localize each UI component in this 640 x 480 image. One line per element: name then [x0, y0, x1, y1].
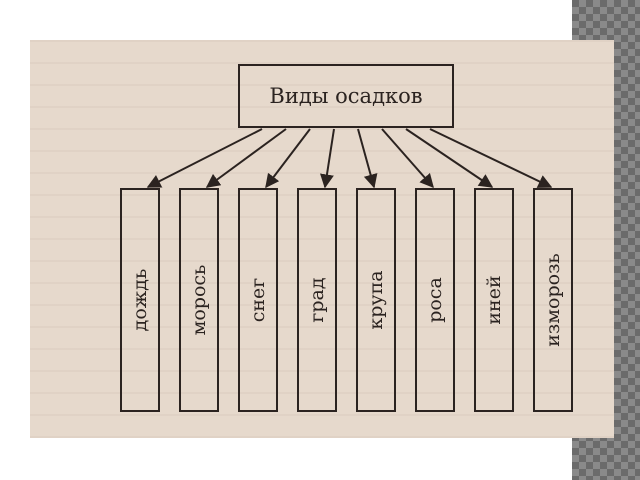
connector-arrow: [357, 128, 378, 189]
connector-arrow: [381, 128, 434, 189]
item-box-hail: град: [297, 188, 337, 412]
connector-arrow: [405, 128, 494, 188]
item-box-rime: изморозь: [533, 188, 573, 412]
item-box-dew: роса: [415, 188, 455, 412]
item-box-drizzle: морось: [179, 188, 219, 412]
item-label: роса: [424, 277, 446, 323]
item-box-snow: снег: [238, 188, 278, 412]
diagram-title-box: Виды осадков: [238, 64, 454, 128]
item-label: снег: [247, 277, 269, 323]
item-label: изморозь: [542, 253, 564, 347]
connector-arrow: [265, 128, 311, 189]
item-label: морось: [188, 264, 210, 336]
item-label: дождь: [129, 268, 151, 332]
diagram-title: Виды осадков: [269, 84, 423, 108]
scanned-paper-background: [30, 40, 614, 438]
item-label: иней: [483, 275, 505, 325]
item-label: град: [306, 277, 328, 323]
connector-arrow: [205, 128, 287, 188]
connector-arrow: [146, 128, 263, 188]
item-box-graupel: крупа: [356, 188, 396, 412]
connector-arrow: [320, 128, 335, 189]
connector-arrow: [429, 128, 553, 188]
item-label: крупа: [365, 270, 387, 330]
item-box-rain: дождь: [120, 188, 160, 412]
item-box-frost: иней: [474, 188, 514, 412]
